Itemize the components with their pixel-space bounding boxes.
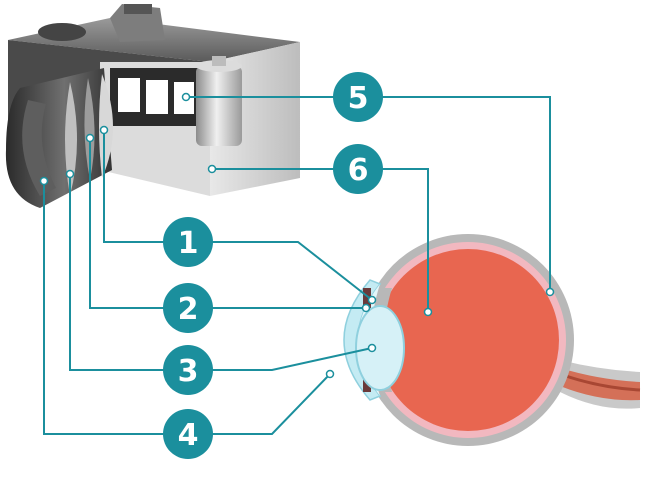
dot-2-start — [85, 133, 95, 143]
eye-lens — [355, 305, 405, 391]
label-badges: 1 2 3 4 5 6 — [163, 72, 383, 459]
film-canister-spool — [212, 56, 226, 66]
camera-hotshoe — [124, 4, 152, 14]
badge-5: 5 — [333, 72, 383, 122]
badge-6-label: 6 — [348, 153, 369, 188]
badge-4-label: 4 — [178, 418, 199, 453]
camera — [5, 4, 300, 208]
badge-4: 4 — [163, 409, 213, 459]
dot-5-start — [181, 92, 191, 102]
dot-5-end — [545, 287, 555, 297]
film-frame — [118, 78, 140, 112]
connector-5 — [186, 96, 551, 292]
lens-aperture — [84, 78, 95, 180]
vitreous-body — [377, 249, 559, 431]
connector-6 — [212, 168, 429, 312]
lens-rear-element — [99, 74, 113, 178]
badge-5-label: 5 — [348, 81, 369, 116]
badge-1: 1 — [163, 217, 213, 267]
eye — [343, 234, 641, 446]
connector-dots — [39, 92, 555, 379]
badge-4-circle — [163, 409, 213, 459]
dot-2-end — [361, 303, 371, 313]
badge-3-label: 3 — [178, 354, 199, 389]
dot-6-start — [207, 164, 217, 174]
connector-3 — [69, 174, 373, 371]
film-frame — [146, 80, 168, 114]
badge-6-circle — [333, 144, 383, 194]
optic-nerve-vessel — [559, 372, 641, 392]
badge-2-circle — [163, 283, 213, 333]
badge-1-label: 1 — [178, 226, 199, 261]
dot-4-end — [325, 369, 335, 379]
dot-4-start — [39, 176, 49, 186]
dot-1-end — [367, 295, 377, 305]
dot-3-end — [367, 343, 377, 353]
dot-3-start — [65, 169, 75, 179]
badge-5-circle — [333, 72, 383, 122]
lens-ring — [22, 100, 57, 196]
badge-3-circle — [163, 345, 213, 395]
iris-top — [363, 288, 371, 308]
dot-1-start — [99, 125, 109, 135]
badge-1-circle — [163, 217, 213, 267]
lens-front-element — [65, 82, 77, 196]
badge-2: 2 — [163, 283, 213, 333]
camera-dial — [38, 23, 86, 41]
connector-2 — [89, 138, 366, 309]
connector-4 — [43, 181, 331, 435]
dot-6-end — [423, 307, 433, 317]
badge-3: 3 — [163, 345, 213, 395]
lens-barrel — [5, 68, 112, 208]
badge-6: 6 — [333, 144, 383, 194]
film-canister — [196, 66, 242, 146]
badge-2-label: 2 — [178, 292, 199, 327]
